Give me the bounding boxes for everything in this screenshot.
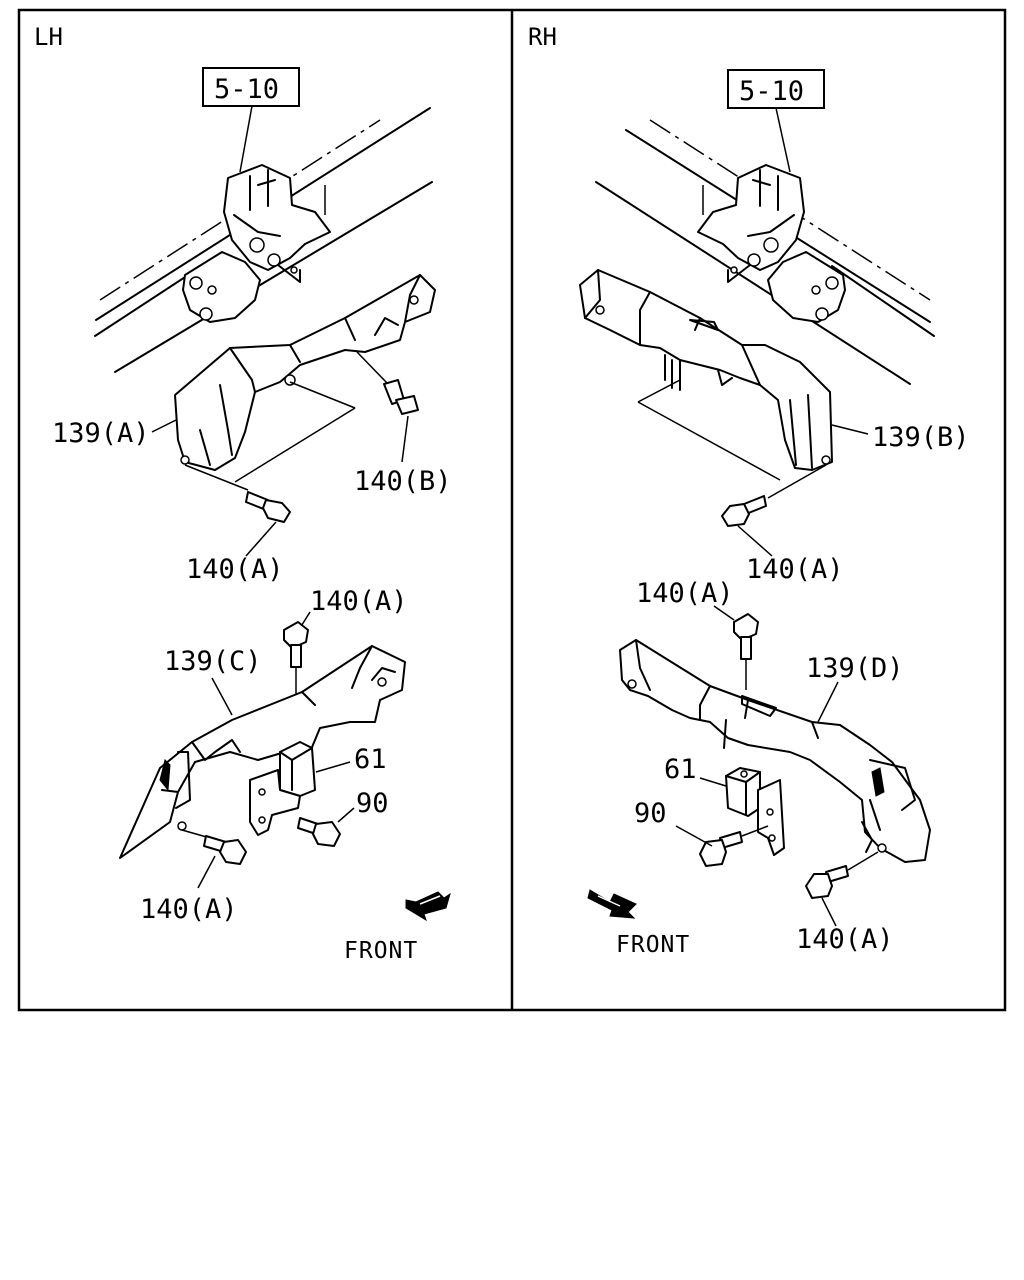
left-bolt-90: [297, 817, 341, 847]
left-bolt-140a-lower: [197, 835, 247, 889]
leader-61-rh: [699, 777, 727, 787]
right-engine-mount: [697, 164, 846, 323]
right-ref-leader: [775, 107, 791, 173]
left-side-label: LH: [34, 23, 63, 51]
label-61: 61: [354, 744, 387, 775]
label-90: 90: [356, 788, 389, 819]
right-bolt-140a-upper: [721, 495, 773, 557]
left-ref-box: [202, 67, 300, 107]
label-140a-lower: 140(A): [140, 894, 238, 925]
right-ref-label: 5-10: [739, 76, 804, 107]
right-side-label: RH: [528, 23, 557, 51]
left-block-61: [249, 741, 316, 836]
leader-61: [315, 761, 351, 773]
leader-90: [337, 807, 355, 823]
right-panel: RH 5-10: [528, 23, 970, 958]
label-140a-top-rh: 140(A): [636, 578, 734, 609]
right-bolt-140a-lower: [805, 851, 879, 927]
right-front-arrow-icon: [587, 889, 637, 919]
label-140a-upper: 140(A): [186, 554, 284, 585]
leader-139d: [817, 681, 839, 723]
left-bolt-140b: [356, 351, 419, 463]
left-bolt-140a-upper: [245, 491, 291, 557]
label-140a-upper-rh: 140(A): [746, 554, 844, 585]
label-90-rh: 90: [634, 798, 667, 829]
right-bracket-139d: [619, 639, 931, 863]
label-140a-top: 140(A): [310, 586, 408, 617]
right-block-61: [725, 767, 785, 856]
left-bracket-139a: [174, 274, 436, 491]
right-bolt-140a-top: [733, 613, 759, 690]
leader-90-rh: [675, 825, 713, 847]
right-bracket-139b: [579, 269, 833, 499]
left-bolt-140a-top: [283, 621, 309, 695]
leader-139c: [211, 677, 233, 716]
right-bolt-90: [699, 825, 769, 867]
label-139a: 139(A): [52, 418, 150, 449]
left-front-arrow-icon: [405, 891, 451, 922]
label-140a-lower-rh: 140(A): [796, 924, 894, 955]
left-ref-leader: [239, 105, 253, 173]
left-front-label: FRONT: [344, 938, 418, 964]
label-139c: 139(C): [164, 646, 262, 677]
left-engine-mount: [182, 164, 331, 323]
label-139b: 139(B): [872, 422, 970, 453]
label-61-rh: 61: [664, 754, 697, 785]
left-bracket-139c: [119, 645, 406, 859]
leader-140a-top-rh: [713, 605, 735, 621]
label-139d: 139(D): [806, 653, 904, 684]
leader-139b: [831, 424, 869, 435]
right-front-label: FRONT: [616, 932, 690, 958]
left-ref-label: 5-10: [214, 74, 279, 105]
label-140b: 140(B): [354, 466, 452, 497]
left-panel: LH 5-10: [34, 23, 452, 964]
leader-139a: [151, 419, 177, 433]
